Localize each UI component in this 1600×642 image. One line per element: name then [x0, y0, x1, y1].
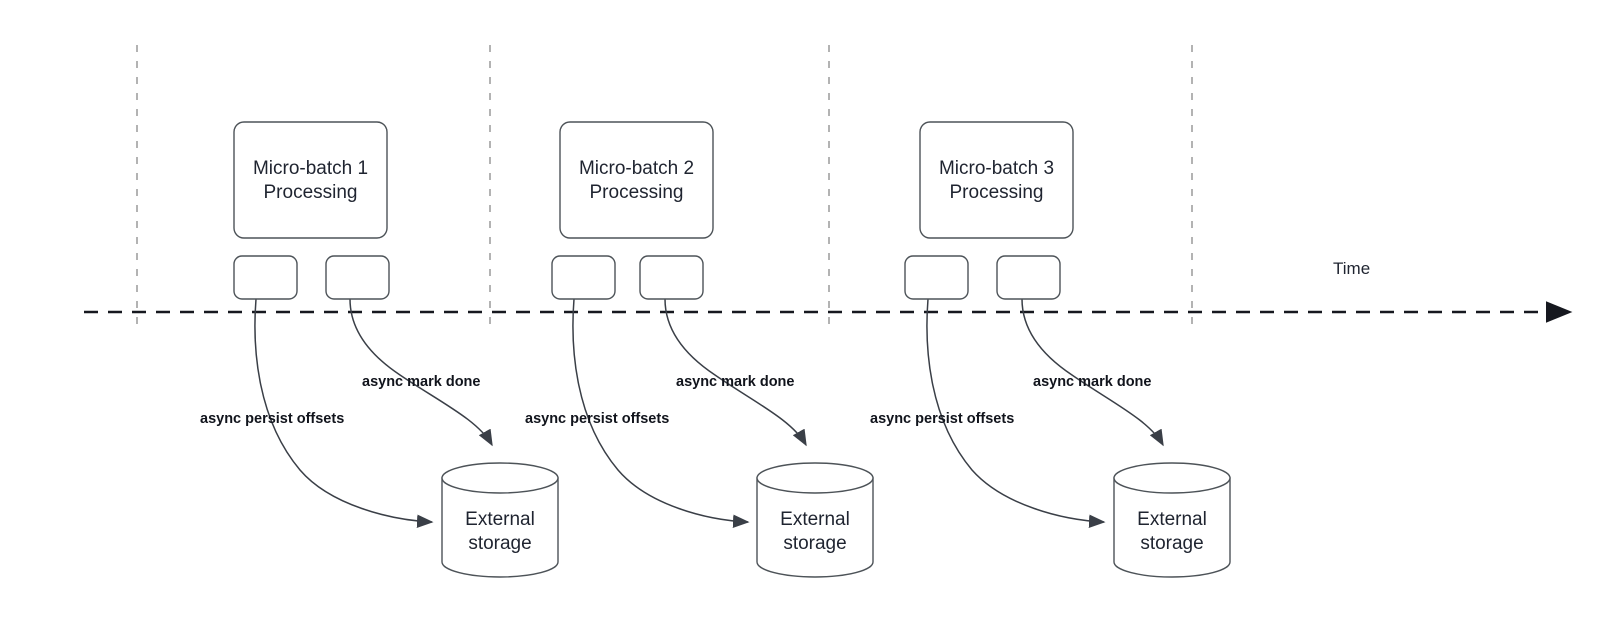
storage-label-line2: storage	[783, 533, 846, 554]
micro-batch-3-box[interactable]	[919, 121, 1074, 239]
micro-batch-1-external-storage: External storage	[441, 462, 559, 578]
micro-batch-2-title-line1: Micro-batch 2	[579, 158, 694, 179]
storage-label-line1: External	[465, 509, 535, 530]
micro-batch-1-edge-persist-offsets	[254, 298, 434, 529]
storage-label-line1: External	[1137, 509, 1207, 530]
micro-batch-3-edge-mark-done	[1021, 298, 1164, 447]
micro-batch-3-title-line2: Processing	[950, 182, 1044, 203]
micro-batch-3-edge-persist-offsets-label: async persist offsets	[870, 411, 1014, 427]
micro-batch-3-edge-persist-offsets	[926, 298, 1106, 529]
storage-label-line2: storage	[468, 533, 531, 554]
micro-batch-3-task-box-persist[interactable]	[904, 255, 969, 300]
micro-batch-2-task-box-persist[interactable]	[551, 255, 616, 300]
micro-batch-2-external-storage: External storage	[756, 462, 874, 578]
storage-label-line2: storage	[1140, 533, 1203, 554]
storage-top-ellipse	[441, 462, 559, 494]
micro-batch-1-node: Micro-batch 1 Processing	[233, 121, 388, 239]
timeline-axis-label: Time	[1333, 259, 1370, 278]
micro-batch-1-edge-persist-offsets-label: async persist offsets	[200, 411, 344, 427]
micro-batch-2-title-line2: Processing	[590, 182, 684, 203]
micro-batch-2-task-box-mark[interactable]	[639, 255, 704, 300]
storage-body[interactable]	[441, 477, 559, 578]
micro-batch-1-box[interactable]	[233, 121, 388, 239]
micro-batch-3-node: Micro-batch 3 Processing	[919, 121, 1074, 239]
micro-batch-3-edge-mark-done-label: async mark done	[1033, 374, 1151, 390]
micro-batch-3-title-line1: Micro-batch 3	[939, 158, 1054, 179]
edge-labels: async persist offsets async mark done asyn…	[200, 374, 1151, 427]
micro-batch-1-title-line2: Processing	[264, 182, 358, 203]
micro-batch-2-node: Micro-batch 2 Processing	[559, 121, 714, 239]
storage-label-line1: External	[780, 509, 850, 530]
micro-batch-2-edge-persist-offsets	[572, 298, 750, 529]
storage-body[interactable]	[756, 477, 874, 578]
async-edges	[254, 298, 1164, 529]
micro-batch-1-title-line1: Micro-batch 1	[253, 158, 368, 179]
micro-batch-1-edge-mark-done-label: async mark done	[362, 374, 480, 390]
timeline-axis: Time	[84, 259, 1573, 323]
micro-batch-1-edge-mark-done	[349, 298, 493, 447]
micro-batch-2-edge-mark-done-label: async mark done	[676, 374, 794, 390]
storage-top-ellipse	[756, 462, 874, 494]
storage-body[interactable]	[1113, 477, 1231, 578]
micro-batch-1-task-box-mark[interactable]	[325, 255, 390, 300]
micro-batch-1-task-box-persist[interactable]	[233, 255, 298, 300]
micro-batch-2-edge-mark-done	[664, 298, 807, 447]
micro-batch-3-external-storage: External storage	[1113, 462, 1231, 578]
micro-batch-2-edge-persist-offsets-label: async persist offsets	[525, 411, 669, 427]
micro-batch-2-box[interactable]	[559, 121, 714, 239]
storage-top-ellipse	[1113, 462, 1231, 494]
micro-batch-3-task-box-mark[interactable]	[996, 255, 1061, 300]
